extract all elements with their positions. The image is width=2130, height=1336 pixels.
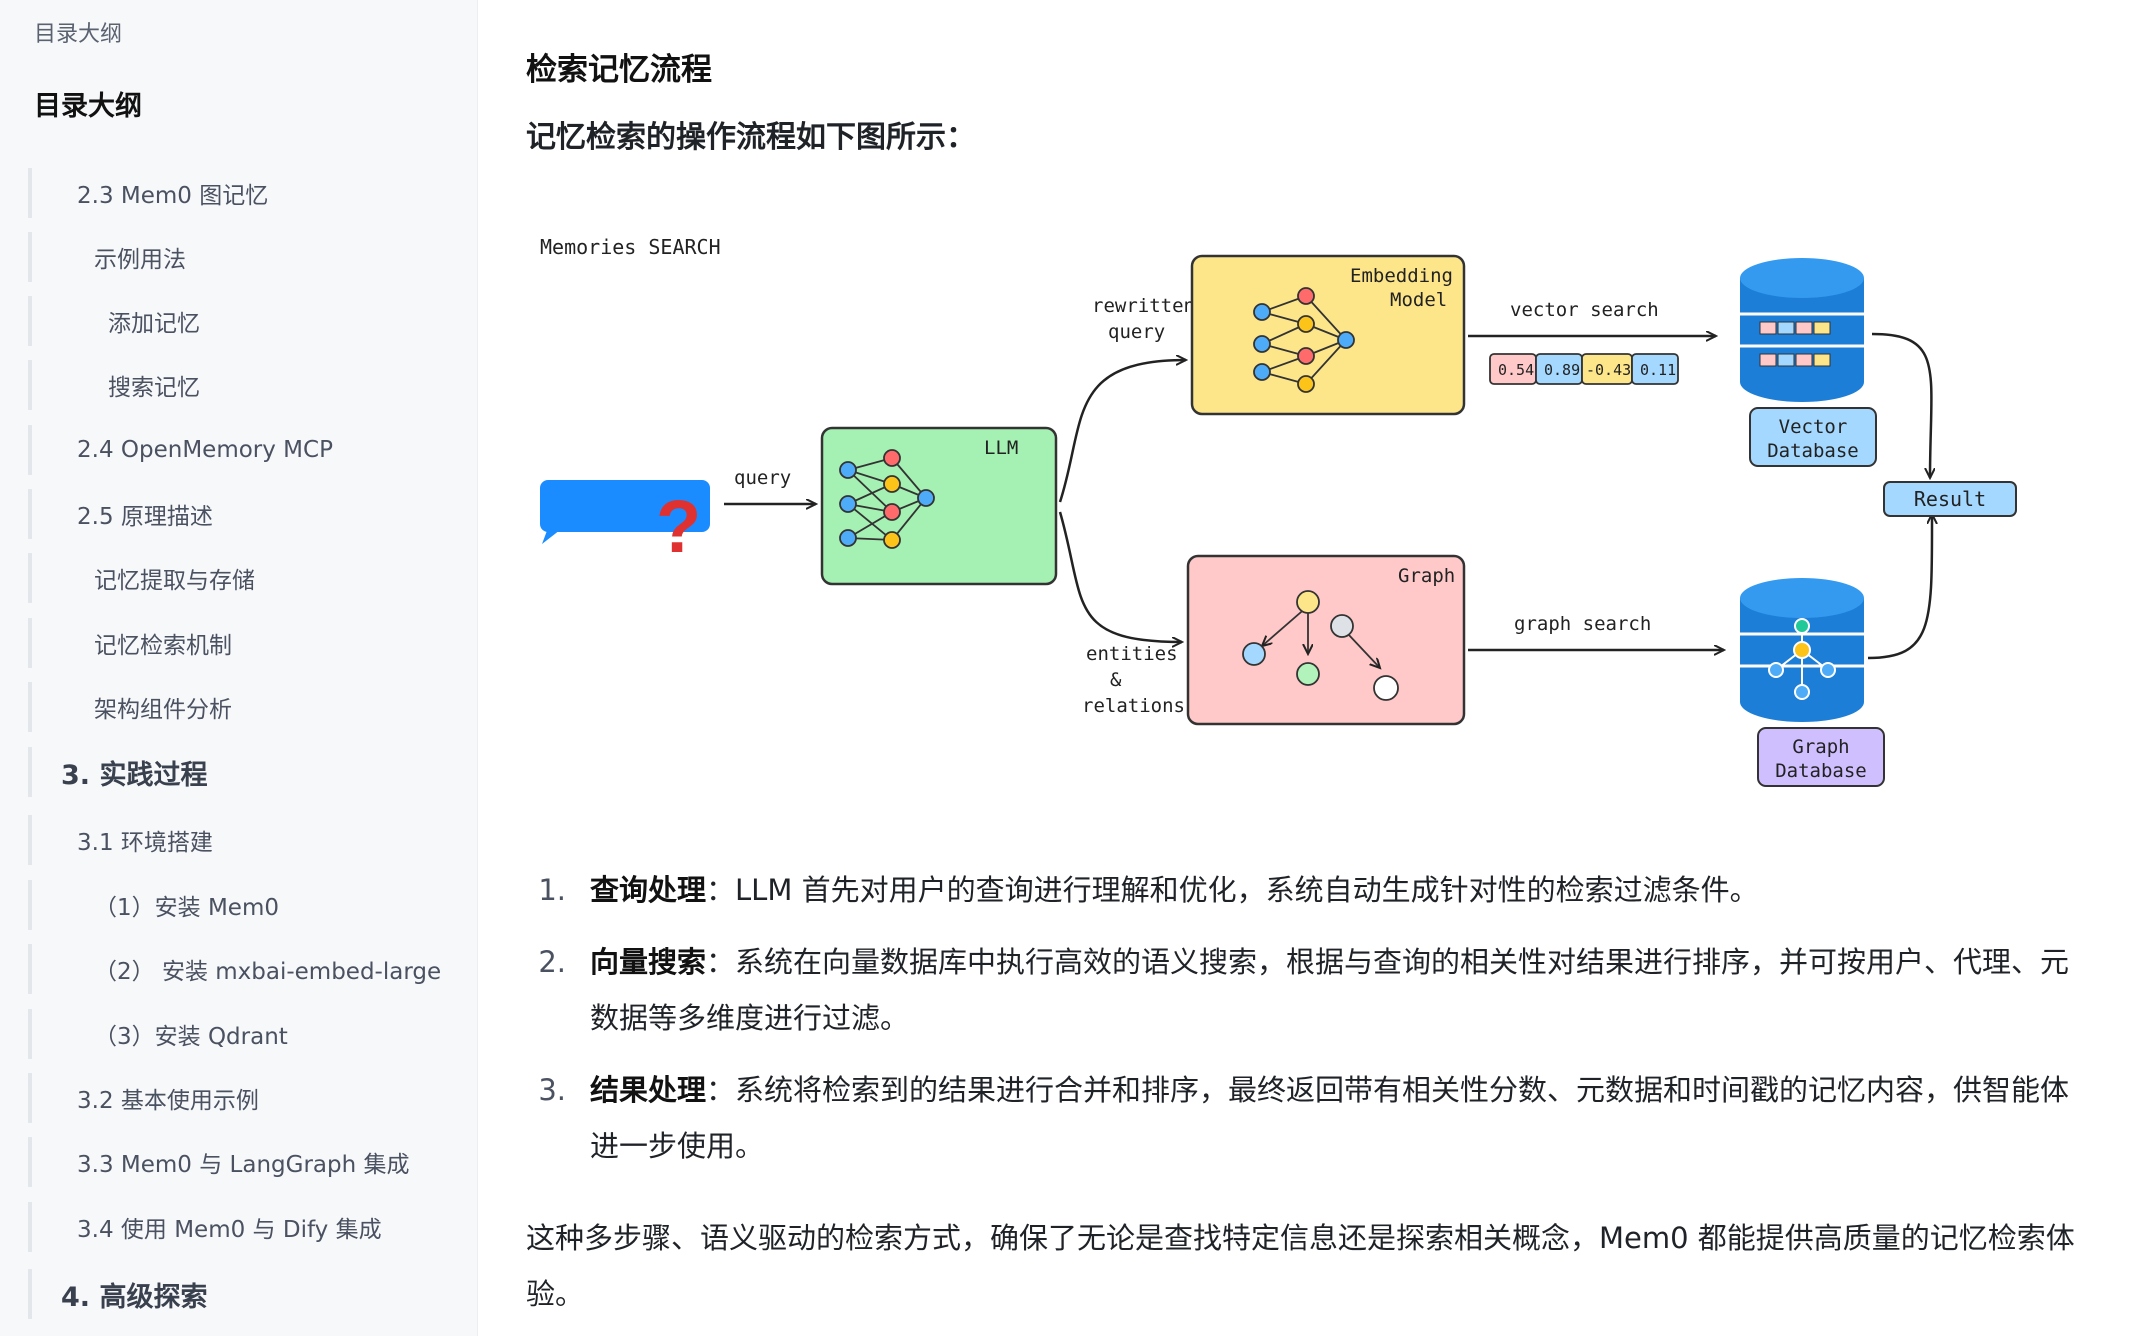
- toc-item[interactable]: 架构组件分析: [28, 682, 458, 732]
- step-item: 3. 结果处理：系统将检索到的结果进行合并和排序，最终返回带有相关性分数、元数据和…: [526, 1062, 2086, 1174]
- toc-item[interactable]: 3.2 基本使用示例: [28, 1073, 458, 1123]
- steps-list: 1. 查询处理：LLM 首先对用户的查询进行理解和优化，系统自动生成针对性的检索过…: [526, 862, 2086, 1190]
- step-text: ：系统将检索到的结果进行合并和排序，最终返回带有相关性分数、元数据和时间戳的记忆…: [590, 1073, 2070, 1163]
- article-content: 检索记忆流程 记忆检索的操作流程如下图所示： Memories SEARCH ?…: [478, 0, 2130, 1336]
- graph-database-box: Graph Database: [1757, 727, 1885, 787]
- embedding-model-label: Model: [1390, 289, 1447, 311]
- outline-sidebar: 目录大纲 目录大纲 2.3 Mem0 图记忆 示例用法 添加记忆 搜索记忆 2.…: [0, 0, 478, 1336]
- vector-value: 0.54: [1498, 361, 1534, 379]
- result-box: Result: [1883, 481, 2017, 517]
- graph-to-result-arrow: [1867, 514, 1932, 660]
- vector-search-label: vector search: [1510, 299, 1659, 321]
- question-mark-icon: ?: [656, 485, 701, 568]
- embedding-vector: 0.54 0.89 -0.43 0.11: [1489, 353, 1679, 385]
- step-text: ：LLM 首先对用户的查询进行理解和优化，系统自动生成针对性的检索过滤条件。: [706, 873, 1759, 907]
- section-title: 检索记忆流程: [526, 52, 712, 88]
- toc-item[interactable]: 记忆检索机制: [28, 618, 458, 668]
- llm-label: LLM: [984, 437, 1018, 459]
- graph-db-label: Graph: [1792, 736, 1849, 758]
- llm-box: LLM: [820, 426, 1058, 586]
- summary-paragraph: 这种多步骤、语义驱动的检索方式，确保了无论是查找特定信息还是探索相关概念，Mem…: [526, 1221, 2075, 1311]
- entities-arrow: [1058, 511, 1182, 642]
- toc-item[interactable]: 记忆提取与存储: [28, 553, 458, 603]
- vector-value: 0.89: [1544, 361, 1580, 379]
- step-term: 结果处理: [590, 1073, 707, 1107]
- vector-value: 0.11: [1640, 361, 1676, 379]
- neural-network-icon: [1253, 287, 1355, 393]
- vector-db-label-2: Database: [1767, 440, 1859, 462]
- neural-network-icon: [839, 449, 935, 549]
- toc-item[interactable]: 添加记忆: [28, 296, 458, 346]
- vector-database-icon: [1740, 258, 1864, 402]
- toc-item[interactable]: 2.5 原理描述: [28, 489, 458, 539]
- graph-database-icon: [1740, 578, 1864, 722]
- graph-box: Graph: [1186, 554, 1466, 726]
- toc-item[interactable]: 4. 高级探索: [28, 1269, 458, 1319]
- rewritten-label: rewritten: [1092, 295, 1195, 317]
- vector-to-result-arrow: [1871, 332, 1931, 478]
- memory-search-diagram: Memories SEARCH ? query LLM: [540, 235, 2017, 787]
- step-number: 2.: [538, 945, 566, 979]
- toc-item[interactable]: 3.1 环境搭建: [28, 815, 458, 865]
- step-number: 3.: [538, 1073, 566, 1107]
- toc-item[interactable]: 3.4 使用 Mem0 与 Dify 集成: [28, 1202, 458, 1252]
- graph-search-label: graph search: [1514, 613, 1651, 635]
- rewritten-query-label: query: [1108, 321, 1165, 343]
- toc-item[interactable]: （1）安装 Mem0: [28, 880, 458, 930]
- vector-db-label: Vector: [1779, 416, 1848, 438]
- relations-label: relations: [1082, 695, 1185, 717]
- intro-text: 记忆检索的操作流程如下图所示：: [526, 120, 976, 155]
- step-text: ：系统在向量数据库中执行高效的语义搜索，根据与查询的相关性对结果进行排序，并可按…: [590, 945, 2070, 1035]
- result-label: Result: [1914, 487, 1986, 511]
- toc-item[interactable]: （3）安装 Qdrant: [28, 1009, 458, 1059]
- graph-db-label-2: Database: [1775, 760, 1867, 782]
- toc-item[interactable]: 3. 实践过程: [28, 747, 458, 797]
- toc-item[interactable]: 示例用法: [28, 232, 458, 282]
- graph-icon: [1242, 590, 1399, 701]
- step-item: 1. 查询处理：LLM 首先对用户的查询进行理解和优化，系统自动生成针对性的检索过…: [526, 862, 2086, 918]
- toc-item[interactable]: 2.4 OpenMemory MCP: [28, 425, 458, 475]
- entities-label: entities: [1086, 643, 1178, 665]
- embedding-model-box: Embedding Model: [1190, 254, 1466, 416]
- query-label: query: [734, 467, 791, 489]
- diagram-caption: Memories SEARCH: [540, 235, 721, 259]
- vector-database-box: Vector Database: [1749, 407, 1877, 467]
- toc-item[interactable]: （2） 安装 mxbai-embed-large: [28, 944, 458, 994]
- vector-value: -0.43: [1586, 361, 1631, 379]
- toc-item[interactable]: 3.3 Mem0 与 LangGraph 集成: [28, 1137, 458, 1187]
- toc-item[interactable]: 2.3 Mem0 图记忆: [28, 168, 458, 218]
- embedding-label: Embedding: [1350, 265, 1453, 287]
- step-item: 2. 向量搜索：系统在向量数据库中执行高效的语义搜索，根据与查询的相关性对结果进行…: [526, 934, 2086, 1046]
- toc-item[interactable]: 搜索记忆: [28, 360, 458, 410]
- entities-and-label: &: [1110, 669, 1122, 691]
- step-term: 查询处理: [590, 873, 707, 907]
- outline-top-label: 目录大纲: [34, 22, 123, 47]
- graph-label: Graph: [1398, 565, 1455, 587]
- step-term: 向量搜索: [590, 945, 707, 979]
- step-number: 1.: [538, 873, 566, 907]
- rewritten-query-arrow: [1058, 360, 1186, 503]
- outline-heading: 目录大纲: [34, 91, 142, 122]
- chat-bubble-icon: ?: [540, 480, 710, 568]
